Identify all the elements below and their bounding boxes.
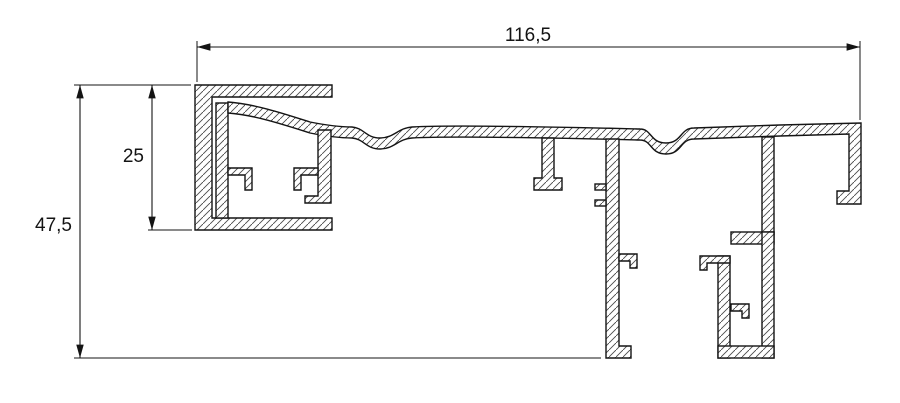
profile-right-box-bottom-bar	[717, 345, 775, 359]
profile-leg-hook	[618, 253, 638, 269]
profile-screw-hook-left	[227, 167, 253, 191]
dimension-label-total-height: 47,5	[35, 215, 72, 236]
dimension-inner-height: 25	[123, 85, 192, 231]
profile-section	[194, 84, 862, 359]
profile-top-web	[227, 101, 862, 205]
dimension-total-width: 116,5	[196, 25, 861, 120]
profile-main-leg	[605, 138, 632, 359]
dimension-label-total-width: 116,5	[505, 25, 551, 46]
profile-inner-right-wall	[304, 129, 332, 204]
dimension-total-height: 47,5	[35, 84, 601, 359]
profile-tall-right-wall	[761, 136, 775, 235]
dimension-label-inner-height: 25	[123, 146, 144, 167]
profile-leg-nub-lower	[594, 199, 607, 207]
profile-right-box-inner-hook	[730, 303, 750, 319]
profile-right-box-right-wall	[761, 231, 775, 359]
profile-leg-nub-upper	[594, 183, 607, 191]
profile-screw-hook-right	[293, 167, 319, 191]
profile-left-box-frame	[194, 84, 333, 231]
profile-right-box-hook-left	[699, 255, 731, 271]
profile-center-channel	[533, 137, 563, 191]
profile-right-box-left-wall	[717, 255, 731, 359]
profile-inner-left-wall	[215, 102, 229, 219]
